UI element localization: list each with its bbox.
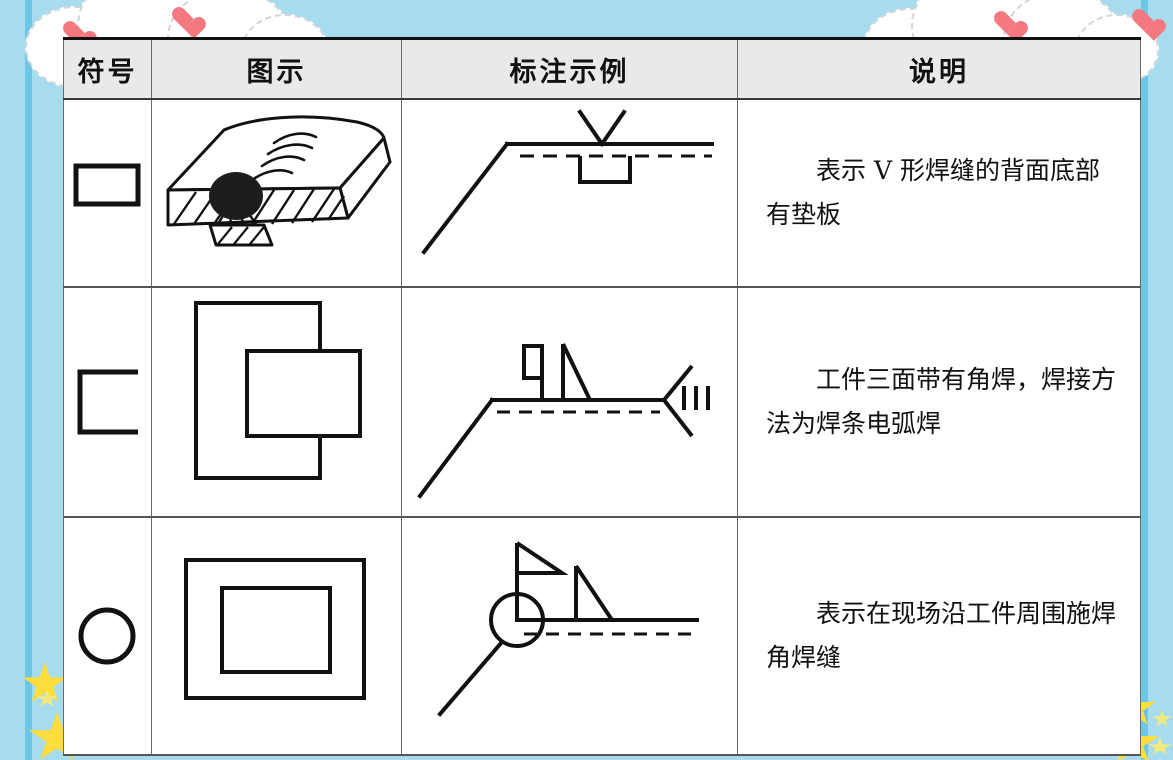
- table-row: 表示 V 形焊缝的背面底部有垫板: [63, 98, 1141, 288]
- column-header-marking: 标注示例: [401, 37, 738, 100]
- field-weld-flag: [515, 541, 569, 620]
- cell-description-row2: 工件三面带有角焊，焊接方法为焊条电弧焊: [737, 286, 1141, 518]
- table-row: 表示在现场沿工件周围施焊角焊缝: [63, 516, 1141, 756]
- cell-symbol-row3: [63, 516, 152, 756]
- three-side-fillet-weld-callout: [417, 343, 710, 499]
- arrow-line: [417, 397, 495, 499]
- three-sides-symbol: [522, 344, 544, 400]
- weld-bead: [209, 172, 263, 220]
- weld-all-around-symbol-icon: [78, 607, 136, 665]
- welding-symbol-table: 符号 图示 标注示例 说明: [63, 37, 1141, 756]
- inner-plate: [220, 586, 332, 674]
- outer-plate: [184, 558, 366, 700]
- heart-decoration-2: [171, 8, 197, 32]
- arrow-line: [421, 141, 510, 255]
- arrow-line: [437, 639, 505, 717]
- description-text: 工件三面带有角焊，焊接方法为焊条电弧焊: [766, 365, 1117, 438]
- cell-marking-row3: [401, 516, 738, 756]
- plate-horizontal: [245, 349, 362, 438]
- table-header: 符号 图示 标注示例 说明: [63, 37, 1141, 100]
- symbol-table: 符号 图示 标注示例 说明: [63, 37, 1141, 756]
- cell-marking-row2: [401, 286, 738, 518]
- description-text: 表示在现场沿工件周围施焊角焊缝: [766, 599, 1117, 672]
- cell-picture-row3: [151, 516, 402, 756]
- fillet-triangle-symbol: [561, 343, 592, 401]
- heart-decoration-4: [1131, 10, 1157, 34]
- backing-strip-symbol-icon: [73, 163, 141, 207]
- heart-decoration-3: [993, 12, 1019, 36]
- frame-plate-inside-plate-illustration: [184, 558, 366, 700]
- plate-with-weld-bead-and-backing-strip-illustration: [166, 115, 392, 247]
- cell-description-row1: 表示 V 形焊缝的背面底部有垫板: [737, 98, 1141, 288]
- cell-symbol-row2: [63, 286, 152, 518]
- two-overlapping-plates-illustration: [194, 301, 362, 480]
- table-row: 工件三面带有角焊，焊接方法为焊条电弧焊: [63, 286, 1141, 518]
- right-accent-stripe: [1141, 0, 1148, 760]
- cell-picture-row2: [151, 286, 402, 518]
- star-decoration-7: [1152, 710, 1172, 727]
- column-header-symbol: 符号: [63, 37, 152, 100]
- process-code-strokes: [682, 386, 710, 410]
- table-body: 表示 V 形焊缝的背面底部有垫板: [63, 98, 1141, 756]
- fillet-triangle-symbol: [574, 564, 614, 622]
- cell-marking-row1: [401, 98, 738, 288]
- weld-three-sides-symbol-icon: [77, 369, 138, 435]
- description-text: 表示 V 形焊缝的背面底部有垫板: [766, 156, 1100, 229]
- left-accent-stripe: [25, 0, 32, 760]
- column-header-description: 说明: [737, 37, 1141, 100]
- v-groove-weld-with-backing-callout: [421, 109, 714, 255]
- tail-fork: [662, 364, 694, 438]
- backing-rectangle-symbol: [578, 156, 632, 184]
- v-groove-symbol: [577, 109, 627, 147]
- table-header-row: 符号 图示 标注示例 说明: [63, 37, 1141, 100]
- column-header-picture: 图示: [151, 37, 402, 100]
- cell-symbol-row1: [63, 98, 152, 288]
- cell-description-row3: 表示在现场沿工件周围施焊角焊缝: [737, 516, 1141, 756]
- field-weld-all-around-fillet-callout: [437, 541, 699, 717]
- cell-picture-row1: [151, 98, 402, 288]
